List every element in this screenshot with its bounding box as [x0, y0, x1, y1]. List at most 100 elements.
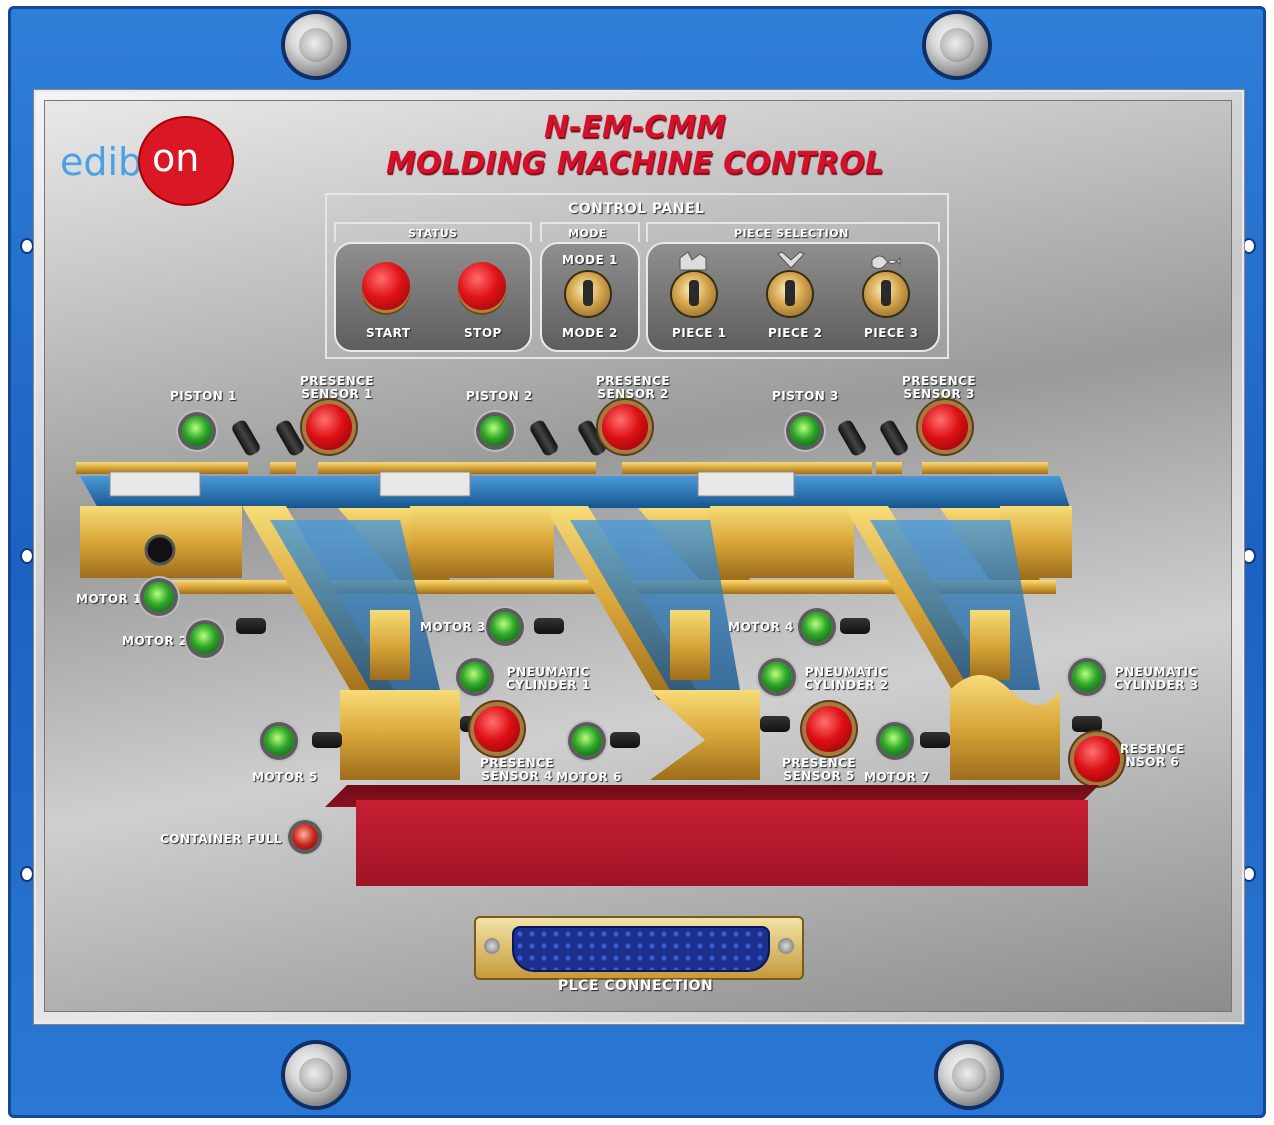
pneumatic3-label: PNEUMATIC CYLINDER 3 [1114, 666, 1199, 692]
motor5-shaft-icon [312, 732, 342, 748]
presence-sensor5-button[interactable] [806, 706, 852, 752]
presence-sensor4-label-l2: SENSOR 4 [481, 769, 553, 783]
connector-pins [512, 926, 770, 972]
motor4-led-indicator-icon [802, 612, 832, 642]
brand-logo-circle: on [140, 118, 232, 204]
pneumatic3-label-l2: CYLINDER 3 [1114, 678, 1199, 692]
piece2-shape-icon [777, 251, 805, 269]
pneumatic3-label-l1: PNEUMATIC [1114, 665, 1198, 679]
presence-sensor5-label: PRESENCE SENSOR 5 [782, 757, 856, 783]
piece1-toggle-switch[interactable] [672, 272, 716, 316]
status-header [334, 222, 532, 242]
pneumatic1-label-l2: CYLINDER 1 [506, 678, 591, 692]
presence-sensor5-label-l2: SENSOR 5 [783, 769, 855, 783]
mount-hole-icon [20, 548, 34, 564]
plce-connection-label: PLCE CONNECTION [558, 978, 714, 994]
control-panel-title: CONTROL PANEL [568, 201, 705, 217]
pneumatic2-label-l1: PNEUMATIC [804, 665, 888, 679]
pneumatic3-led-indicator-icon [1072, 662, 1102, 692]
motor1-label: MOTOR 1 [76, 592, 142, 606]
presence-sensor2-button[interactable] [602, 404, 648, 450]
start-label: START [366, 326, 411, 340]
pneumatic2-label: PNEUMATIC CYLINDER 2 [804, 666, 889, 692]
motor4-label: MOTOR 4 [728, 620, 794, 634]
piece1-shape-icon [679, 251, 707, 271]
db-connector-icon[interactable] [474, 916, 804, 980]
piston2-label: PISTON 2 [466, 389, 533, 403]
motor3-label: MOTOR 3 [420, 620, 486, 634]
presence-sensor1-button[interactable] [306, 404, 352, 450]
container-full-led-indicator-icon [292, 824, 318, 850]
mode-title: MODE [568, 227, 607, 240]
motor6-shaft-icon [610, 732, 640, 748]
presence-sensor2-label-l2: SENSOR 2 [597, 387, 669, 401]
presence-sensor3-label: PRESENCE SENSOR 3 [902, 375, 976, 401]
piece2-toggle-switch[interactable] [768, 272, 812, 316]
presence-sensor4-label-l1: PRESENCE [480, 756, 555, 770]
presence-sensor6-label-l1: RESENCE [1120, 742, 1185, 756]
presence-sensor6-label: RESENCE NSOR 6 [1120, 743, 1185, 769]
machine-title: MOLDING MACHINE CONTROL [385, 146, 884, 181]
stop-button[interactable] [458, 262, 506, 310]
control-panel [325, 193, 949, 359]
presence-sensor3-label-l2: SENSOR 3 [903, 387, 975, 401]
pneumatic1-led-indicator-icon [460, 662, 490, 692]
motor6-led-indicator-icon [572, 726, 602, 756]
pneumatic1-label-l1: PNEUMATIC [506, 665, 590, 679]
mount-hole-icon [1242, 238, 1256, 254]
screw-icon [938, 1044, 1000, 1106]
presence-sensor5-stub-icon [760, 716, 790, 732]
piston1-label: PISTON 1 [170, 389, 237, 403]
presence-sensor3-button[interactable] [922, 404, 968, 450]
stop-label: STOP [464, 326, 502, 340]
presence-sensor6-label-l2: NSOR 6 [1125, 755, 1180, 769]
status-title: STATUS [408, 227, 458, 240]
motor7-shaft-icon [920, 732, 950, 748]
motor1-led-indicator-icon [144, 582, 174, 612]
brand-logo-on: on [152, 136, 200, 180]
presence-sensor6-stub-icon [1072, 716, 1102, 732]
motor3-shaft-icon [534, 618, 564, 634]
brand-logo-text: edib [60, 140, 143, 184]
motor3-led-indicator-icon [490, 612, 520, 642]
pneumatic2-label-l2: CYLINDER 2 [804, 678, 889, 692]
piston3-label: PISTON 3 [772, 389, 839, 403]
molding-machine-diagram [76, 462, 1072, 780]
presence-sensor4-button[interactable] [474, 706, 520, 752]
piece-selection-title: PIECE SELECTION [734, 227, 849, 240]
presence-sensor3-label-l1: PRESENCE [902, 374, 977, 388]
motor2-label: MOTOR 2 [122, 634, 188, 648]
mode-toggle-switch[interactable] [566, 272, 610, 316]
mode1-label: MODE 1 [562, 253, 618, 267]
motor5-led-indicator-icon [264, 726, 294, 756]
mode-header [540, 222, 640, 242]
piston1-led-indicator-icon [182, 416, 212, 446]
piece2-label: PIECE 2 [768, 326, 823, 340]
motor7-label: MOTOR 7 [864, 770, 930, 784]
mount-hole-icon [1242, 866, 1256, 882]
presence-sensor6-button[interactable] [1074, 736, 1120, 782]
piece1-label: PIECE 1 [672, 326, 727, 340]
presence-sensor5-label-l1: PRESENCE [782, 756, 857, 770]
connector-screw-icon [778, 938, 794, 954]
motor4-shaft-icon [840, 618, 870, 634]
motor5-label: MOTOR 5 [252, 770, 318, 784]
pneumatic1-label: PNEUMATIC CYLINDER 1 [506, 666, 591, 692]
presence-sensor1-label: PRESENCE SENSOR 1 [300, 375, 374, 401]
pneumatic2-led-indicator-icon [762, 662, 792, 692]
motor7-led-indicator-icon [880, 726, 910, 756]
container-full-label: CONTAINER FULL [160, 832, 282, 846]
motor2-led-indicator-icon [190, 624, 220, 654]
presence-sensor4-label: PRESENCE SENSOR 4 [480, 757, 554, 783]
start-button[interactable] [362, 262, 410, 310]
presence-sensor1-label-l2: SENSOR 1 [301, 387, 373, 401]
piece3-shape-icon [871, 255, 901, 270]
presence-sensor1-label-l1: PRESENCE [300, 374, 375, 388]
presence-sensor2-label: PRESENCE SENSOR 2 [596, 375, 670, 401]
mount-hole-icon [1242, 548, 1256, 564]
screw-icon [285, 1044, 347, 1106]
connector-screw-icon [484, 938, 500, 954]
piece3-label: PIECE 3 [864, 326, 919, 340]
piece3-toggle-switch[interactable] [864, 272, 908, 316]
model-title: N-EM-CMM [543, 110, 727, 145]
